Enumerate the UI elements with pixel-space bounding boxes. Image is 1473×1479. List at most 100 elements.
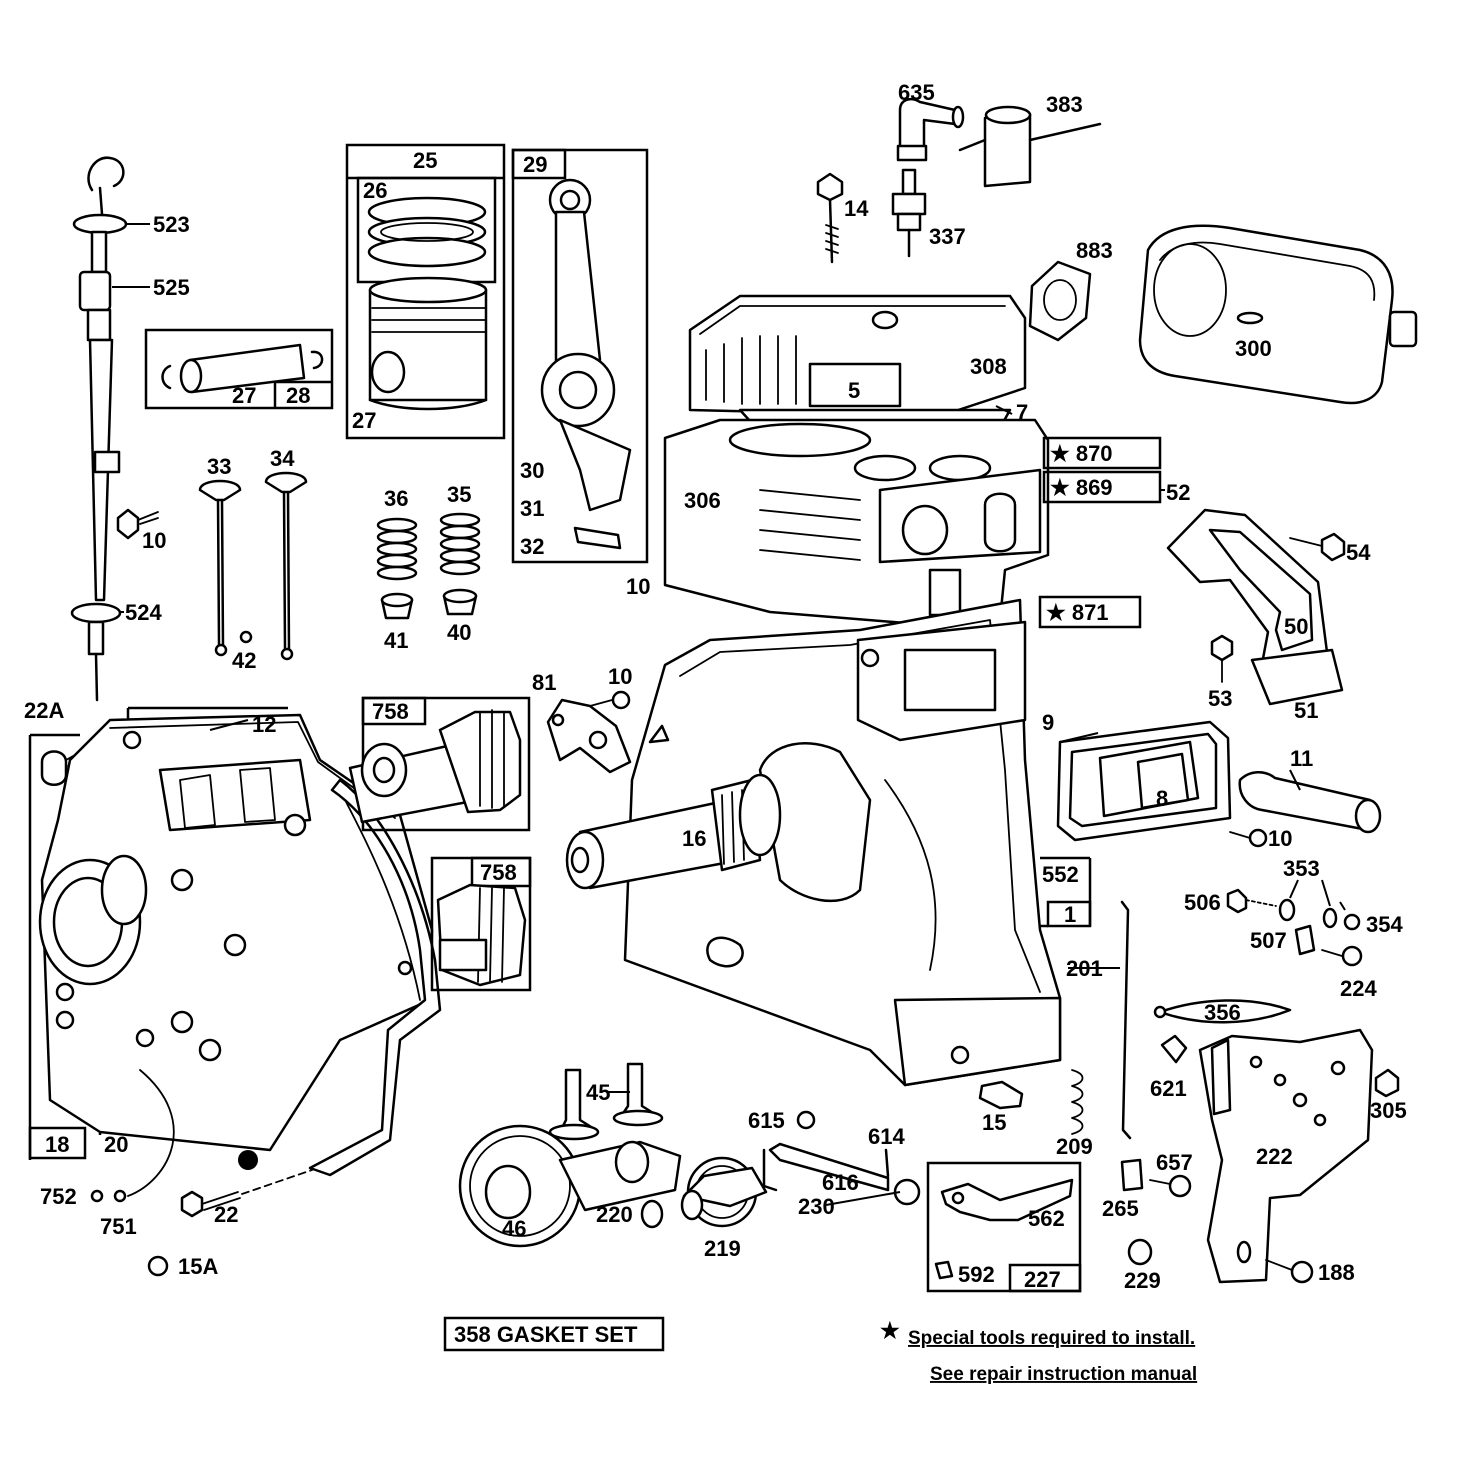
valve-retainer-42 bbox=[239, 630, 253, 644]
screw-657 bbox=[1149, 1174, 1192, 1198]
part-10a: 10 bbox=[142, 528, 166, 553]
part-51: 51 bbox=[1294, 698, 1318, 723]
part-22: 22 bbox=[214, 1202, 238, 1227]
spring-209 bbox=[1071, 1069, 1084, 1135]
special-part-box-870 bbox=[1042, 436, 1162, 470]
part-306: 306 bbox=[684, 488, 721, 513]
box-label-1: 1 bbox=[1064, 902, 1076, 927]
part-635: 635 bbox=[898, 80, 935, 105]
part-45: 45 bbox=[586, 1080, 610, 1105]
part-592: 592 bbox=[958, 1262, 995, 1287]
bracket-81 bbox=[546, 698, 670, 774]
part-621: 621 bbox=[1150, 1076, 1187, 1101]
box-label-25: 25 bbox=[413, 148, 437, 173]
control-bracket-222 bbox=[1198, 1028, 1374, 1284]
link-507 bbox=[1294, 924, 1316, 956]
breather-tube-11 bbox=[1238, 771, 1382, 834]
muffler-300 bbox=[1138, 224, 1418, 405]
part-507: 507 bbox=[1250, 928, 1287, 953]
box-label-870: ★ 870 bbox=[1050, 441, 1113, 466]
nut-354 bbox=[1343, 913, 1361, 931]
box-label-29: 29 bbox=[523, 152, 547, 177]
part-525: 525 bbox=[153, 275, 190, 300]
governor-gear-758-bottom bbox=[436, 883, 527, 987]
part-54: 54 bbox=[1346, 540, 1371, 565]
valve-33 bbox=[198, 479, 242, 657]
box-label-227: 227 bbox=[1024, 1267, 1061, 1292]
washer-229 bbox=[1127, 1238, 1153, 1266]
special-tools-star: ★ bbox=[880, 1318, 900, 1343]
part-46: 46 bbox=[502, 1216, 526, 1241]
part-300: 300 bbox=[1235, 336, 1272, 361]
box-label-871: ★ 871 bbox=[1046, 600, 1109, 625]
tappets-45 bbox=[548, 1062, 664, 1141]
part-265: 265 bbox=[1102, 1196, 1139, 1221]
box-label-18: 18 bbox=[45, 1132, 69, 1157]
lock-15a bbox=[147, 1255, 169, 1277]
ring-615 bbox=[796, 1110, 816, 1130]
part-32: 32 bbox=[520, 534, 544, 559]
part-5: 5 bbox=[848, 378, 860, 403]
part-14: 14 bbox=[844, 196, 869, 221]
screw-305 bbox=[1374, 1068, 1400, 1098]
cylinder-head bbox=[688, 294, 1027, 434]
box-label-869: ★ 869 bbox=[1050, 475, 1113, 500]
washer-353 bbox=[1278, 898, 1338, 929]
bolt-14 bbox=[816, 172, 844, 264]
piston-rings bbox=[367, 196, 487, 268]
part-224: 224 bbox=[1340, 976, 1377, 1001]
box-label-28: 28 bbox=[286, 383, 310, 408]
valve-spring-36 bbox=[376, 517, 418, 581]
part-354: 354 bbox=[1366, 912, 1403, 937]
connecting-rod-box bbox=[511, 148, 649, 564]
spring-retainer-41 bbox=[380, 592, 414, 620]
connecting-rod bbox=[540, 178, 632, 550]
bolt-53 bbox=[1210, 634, 1234, 683]
screw-224 bbox=[1321, 945, 1363, 967]
part-524: 524 bbox=[125, 600, 162, 625]
clip-621 bbox=[1160, 1034, 1188, 1064]
bolt-10-left bbox=[116, 508, 159, 540]
part-16: 16 bbox=[682, 826, 706, 851]
leader-lines bbox=[209, 405, 1346, 1206]
part-81: 81 bbox=[532, 670, 556, 695]
crankshaft-16 bbox=[565, 742, 872, 903]
washer-220 bbox=[640, 1199, 664, 1229]
part-337: 337 bbox=[929, 224, 966, 249]
part-11: 11 bbox=[1290, 746, 1313, 771]
part-209: 209 bbox=[1056, 1134, 1093, 1159]
base-gasket bbox=[308, 778, 442, 1177]
part-36: 36 bbox=[384, 486, 408, 511]
governor-gear-219 bbox=[680, 1156, 768, 1228]
intake-elbow-50 bbox=[1166, 508, 1344, 706]
screw-188 bbox=[1265, 1259, 1314, 1284]
repair-manual-note: See repair instruction manual bbox=[930, 1364, 1197, 1385]
screw-10-breather bbox=[1229, 828, 1268, 848]
piston-pin bbox=[161, 343, 324, 394]
part-41: 41 bbox=[384, 628, 408, 653]
screw-15 bbox=[978, 1080, 1024, 1110]
piston-pin-box bbox=[144, 328, 334, 410]
part-53: 53 bbox=[1208, 686, 1232, 711]
box-1 bbox=[1046, 900, 1092, 928]
part-751: 751 bbox=[100, 1214, 137, 1239]
bolt-10-bracket bbox=[589, 690, 631, 710]
dipstick-assembly bbox=[70, 156, 150, 702]
part-506: 506 bbox=[1184, 890, 1221, 915]
camshaft-gear-46 bbox=[458, 1124, 682, 1248]
governor-lever-box bbox=[926, 1161, 1082, 1293]
part-552: 552 bbox=[1042, 862, 1079, 887]
part-383: 383 bbox=[1046, 92, 1083, 117]
bolt-22 bbox=[180, 1169, 313, 1218]
part-188: 188 bbox=[1318, 1260, 1355, 1285]
gasket-set-label: 358 GASKET SET bbox=[454, 1322, 638, 1347]
breather-8 bbox=[1098, 740, 1200, 818]
valve-34 bbox=[264, 471, 308, 661]
part-10b: 10 bbox=[626, 574, 650, 599]
part-34: 34 bbox=[270, 446, 295, 471]
part-308: 308 bbox=[970, 354, 1007, 379]
governor-lever-562 bbox=[940, 1178, 1074, 1222]
part-657: 657 bbox=[1156, 1150, 1193, 1175]
part-523: 523 bbox=[153, 212, 190, 237]
part-752: 752 bbox=[40, 1184, 77, 1209]
